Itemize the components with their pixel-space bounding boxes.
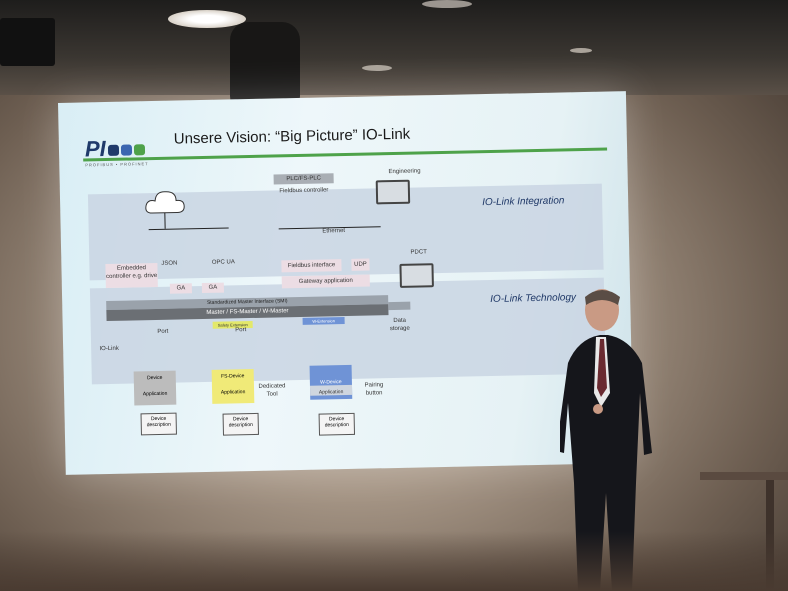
speaker	[560, 289, 652, 591]
io-link-label: IO-Link	[99, 345, 119, 353]
fieldbus-interface-box: Fieldbus interface	[281, 259, 342, 273]
pairing-button-label: Pairing button	[364, 382, 384, 397]
ceiling-spot	[362, 65, 392, 71]
opc-ua-label: OPC UA	[211, 259, 235, 266]
ceiling-light	[422, 0, 472, 8]
embedded-controller-box: Embedded controller e.g. drive	[105, 262, 158, 289]
fs-device-box: FS-Device Application	[211, 368, 255, 404]
engineering-laptop-icon	[375, 179, 411, 205]
application-label-2: Application	[220, 389, 246, 396]
pdct-label: PDCT	[410, 249, 427, 256]
ga-box-2: GA	[201, 282, 225, 294]
ceiling-light	[168, 10, 246, 28]
podium-top	[700, 472, 788, 480]
plc-box: PLC/FS-PLC	[273, 173, 334, 185]
slide-title: Unsere Vision: “Big Picture” IO-Link	[173, 125, 411, 148]
engineering-label: Engineering	[388, 168, 421, 176]
fieldbus-controller: Fieldbus controller	[279, 187, 329, 195]
port-label-2: Port	[235, 327, 247, 334]
device-description-3: Device description	[318, 412, 356, 436]
cloud-icon	[145, 191, 185, 214]
data-storage-box	[388, 301, 411, 311]
port-label-1: Port	[157, 328, 169, 335]
data-storage-label: Data storage	[389, 317, 410, 332]
w-device-box: W-Device Application	[309, 364, 353, 400]
gateway-application-box: Gateway application	[281, 274, 370, 289]
pdct-laptop-icon	[399, 263, 434, 288]
ceiling-spot	[570, 48, 592, 53]
logo-square-icon	[133, 143, 145, 156]
device-description-1: Device description	[140, 412, 177, 436]
floor	[0, 531, 788, 591]
title-divider	[83, 147, 608, 162]
logo-square-icon	[107, 144, 119, 156]
projection-screen: PI PROFIBUS • PROFINET Unsere Vision: “B…	[58, 91, 634, 475]
dedicated-tool-label: Dedicated Tool	[258, 383, 286, 398]
logo-square-icon	[120, 144, 132, 156]
ga-box-1: GA	[169, 283, 193, 294]
w-device-label: W-Device	[320, 379, 342, 386]
ethernet-label: Ethernet	[322, 228, 346, 235]
application-label-1: Application	[142, 390, 168, 398]
device-description-2: Device description	[222, 412, 259, 436]
w-extension-tag: W-Extension	[302, 317, 345, 325]
projector	[0, 18, 55, 66]
device-box: Device Application	[133, 370, 177, 406]
integration-label: IO-Link Integration	[482, 195, 565, 209]
logo-subtext: PROFIBUS • PROFINET	[85, 161, 149, 168]
json-label: JSON	[161, 260, 178, 267]
ceiling	[0, 0, 788, 114]
application-label-3: Application	[309, 384, 353, 396]
udp-box: UDP	[351, 258, 370, 271]
